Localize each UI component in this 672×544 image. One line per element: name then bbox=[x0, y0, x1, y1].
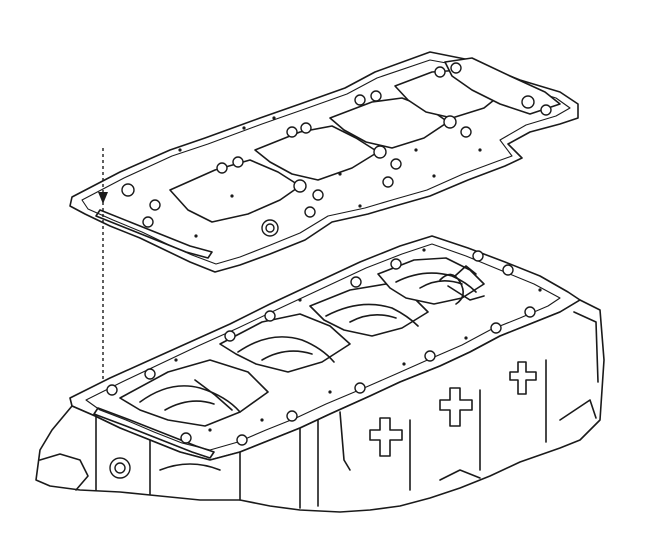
gasket-bolt-holes bbox=[121, 62, 552, 237]
block-bay-3 bbox=[309, 283, 429, 337]
engine-block bbox=[35, 235, 605, 513]
block-dots bbox=[174, 248, 542, 432]
block-crank-details bbox=[139, 265, 485, 413]
block-lower-features bbox=[39, 311, 599, 491]
gasket-window-1 bbox=[169, 159, 301, 223]
block-front-face bbox=[35, 299, 605, 513]
block-ribs bbox=[369, 359, 547, 491]
block-front-slot bbox=[93, 407, 215, 459]
block-front-webs bbox=[95, 411, 351, 509]
block-bolt-holes bbox=[106, 250, 536, 446]
gasket-window-3 bbox=[329, 97, 449, 149]
gasket-inner-rim bbox=[81, 59, 571, 265]
gasket-dots bbox=[178, 116, 482, 238]
gasket-plate bbox=[69, 51, 579, 273]
gasket-front-slot bbox=[95, 209, 213, 259]
gasket-window-2 bbox=[254, 125, 379, 181]
block-bay-2 bbox=[219, 313, 351, 373]
arrow-down-icon bbox=[98, 192, 108, 204]
